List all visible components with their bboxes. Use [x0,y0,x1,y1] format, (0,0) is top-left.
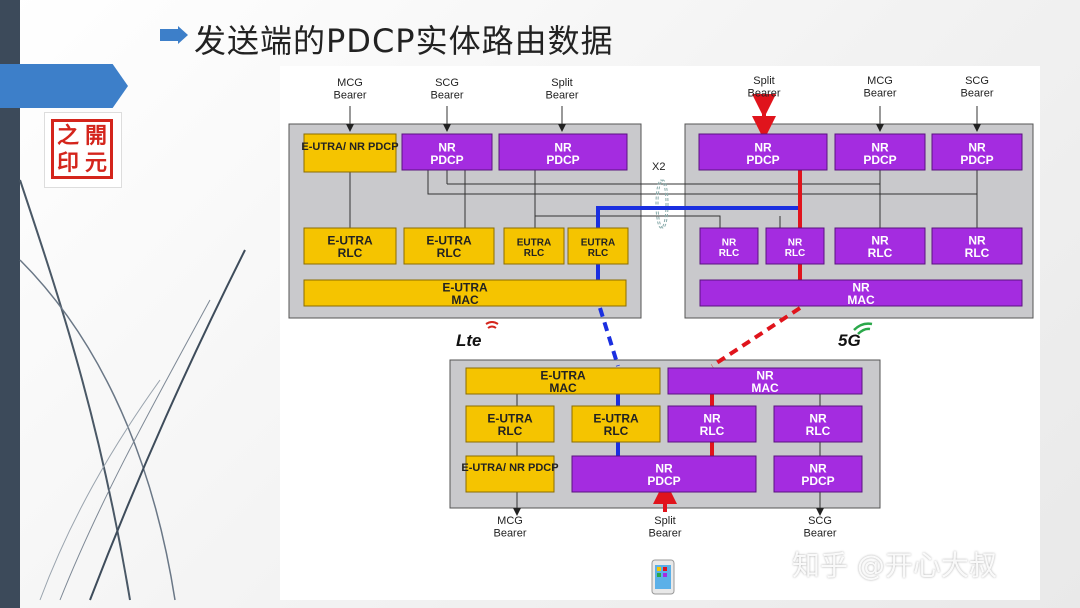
decorative-curves [19,179,246,601]
ue-eutra-nr-pdcp: E-UTRA/ NR PDCP [461,455,559,493]
lte-signal-icon [485,321,499,329]
block-label: E-UTRA/ NR PDCP [461,462,558,474]
watermark: 知乎 @开心大叔 [792,549,997,582]
x2-ellipse [657,179,669,229]
logo-char: 開 [84,122,107,149]
page-title: 发送端的PDCP实体路由数据 [194,22,614,60]
lte-logo: Lte [456,331,482,350]
logo-seal: 之 開 印 元 [44,112,122,188]
logo-char: 之 [56,122,79,149]
left-accent-tab [0,64,128,108]
x2-label: X2 [652,161,665,173]
title-bullet-icon [160,26,188,44]
nr-5g-logo: 5G [838,331,861,350]
logo-char: 印 [56,149,79,176]
red-radio-link [710,306,802,368]
phone-icon [651,559,675,595]
logo-char: 元 [84,149,107,176]
left-accent-bar [0,0,20,608]
blue-radio-link [598,307,620,367]
nr-signal-icon [853,322,873,335]
block-label: E-UTRA/ NR PDCP [301,141,398,153]
lte-eutra-nr-pdcp: E-UTRA/ NR PDCP [301,133,399,173]
connection-lines [346,106,981,516]
x2-ellipse [655,179,667,229]
